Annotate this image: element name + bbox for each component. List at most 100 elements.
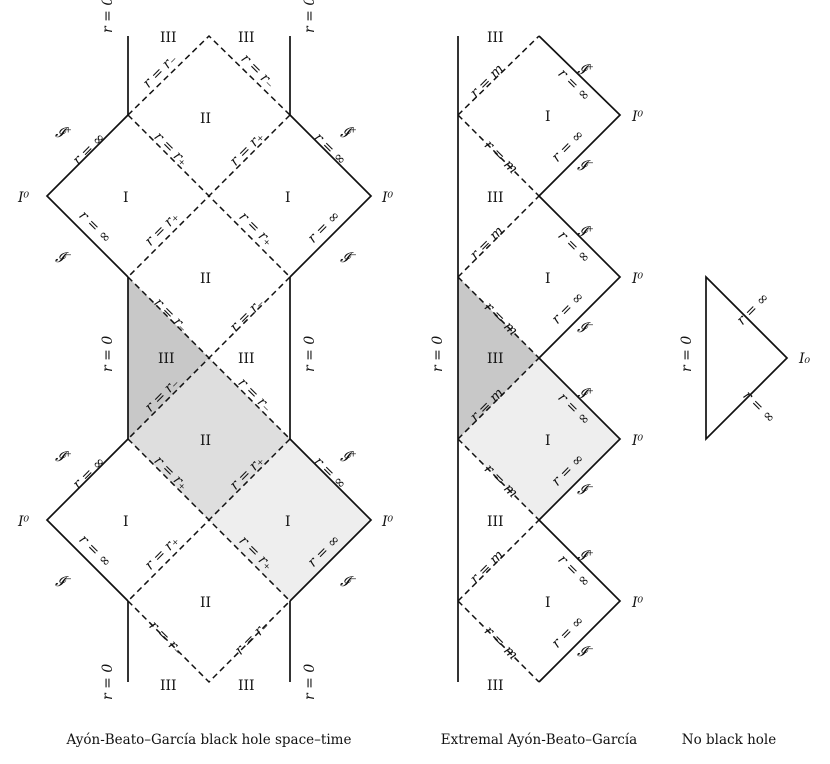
horizon-ext-1a bbox=[457, 35, 540, 116]
horizon-mid-x2 bbox=[127, 276, 291, 440]
label-II-bottom: II bbox=[200, 595, 211, 611]
label-r0-mid-right: r = 0 bbox=[302, 336, 318, 372]
label-III-top-left: III bbox=[160, 30, 177, 46]
label-ext-rm-2a: r = m bbox=[467, 223, 507, 263]
label-ext-III-4: III bbox=[487, 514, 504, 530]
label-rinf-ul-upper: r = ∞ bbox=[70, 130, 109, 169]
horizon-ext-2b bbox=[457, 276, 540, 359]
label-rminus-top-right: r = r₋ bbox=[238, 51, 279, 92]
scri-edges-extremal-3 bbox=[538, 357, 622, 521]
label-ext-rm-1b: r = m bbox=[481, 137, 521, 177]
horizon-ext-3b bbox=[457, 438, 540, 521]
scri-edges-lower-left bbox=[45, 438, 129, 602]
horizon-ext-3a bbox=[457, 357, 540, 440]
label-scri-plus-ur: 𝓘⁺ bbox=[340, 125, 357, 141]
label-ext-I0-4: I⁰ bbox=[631, 595, 644, 611]
label-ext-rm-4a: r = m bbox=[467, 547, 507, 587]
label-ext-scri-minus-3: 𝓘⁻ bbox=[577, 482, 594, 498]
horizon-ext-2a bbox=[457, 195, 540, 278]
label-ext-rm-4b: r = m bbox=[481, 623, 521, 663]
label-III-mid-right: III bbox=[238, 351, 255, 367]
label-r0-bottom-right: r = 0 bbox=[302, 664, 318, 700]
label-r0-top-right: r = 0 bbox=[302, 0, 318, 33]
label-II-mid: II bbox=[200, 271, 211, 287]
label-I-lower-left: I bbox=[123, 514, 129, 530]
label-I0-lower-right: I⁰ bbox=[381, 514, 394, 530]
label-rminus-bottom-right: r = r₋ bbox=[232, 618, 273, 659]
label-nobh-rinf-upper: r = ∞ bbox=[734, 290, 773, 329]
label-III-bottom-right: III bbox=[238, 678, 255, 694]
label-II-lower: II bbox=[200, 433, 211, 449]
label-scri-minus-lr: 𝓘⁻ bbox=[340, 574, 357, 590]
label-III-mid-left: III bbox=[158, 351, 175, 367]
scri-edges-extremal-2 bbox=[538, 195, 622, 359]
label-rinf-ll-upper: r = ∞ bbox=[70, 454, 109, 493]
label-ext-I0-3: I⁰ bbox=[631, 433, 644, 449]
label-scri-minus-ur: 𝓘⁻ bbox=[340, 250, 357, 266]
label-ext-rm-1a: r = m bbox=[467, 61, 507, 101]
label-rminus-top-left: r = r₋ bbox=[140, 51, 181, 92]
caption-extremal: Extremal Ayón-Beato–García bbox=[441, 732, 637, 748]
label-r0-extremal: r = 0 bbox=[430, 336, 446, 372]
label-ext-III-1: III bbox=[487, 30, 504, 46]
label-rinf-ul-lower: r = ∞ bbox=[75, 208, 114, 247]
label-ext-III-3: III bbox=[487, 351, 504, 367]
label-r0-mid-left: r = 0 bbox=[100, 336, 116, 372]
label-r0-bottom-left: r = 0 bbox=[100, 664, 116, 700]
label-ext-I-1: I bbox=[545, 109, 551, 125]
label-III-top-right: III bbox=[238, 30, 255, 46]
label-ext-scri-plus-2: 𝓘⁺ bbox=[577, 224, 594, 240]
label-I0-upper-left: I⁰ bbox=[17, 190, 30, 206]
label-scri-minus-ul: 𝓘⁻ bbox=[55, 250, 72, 266]
scri-edges-extremal-1 bbox=[538, 35, 622, 197]
scri-edges-extremal-4 bbox=[538, 519, 622, 683]
label-I0-lower-left: I⁰ bbox=[17, 514, 30, 530]
label-nobh-I0: I₀ bbox=[798, 351, 811, 367]
label-scri-plus-ul: 𝓘⁺ bbox=[55, 125, 72, 141]
label-ext-I-2: I bbox=[545, 271, 551, 287]
label-rminus-bottom-left: r = r₋ bbox=[146, 618, 187, 659]
label-rinf-ll-lower: r = ∞ bbox=[75, 532, 114, 571]
horizon-top-diamond bbox=[127, 34, 291, 116]
label-I0-upper-right: I⁰ bbox=[381, 190, 394, 206]
label-ext-I-3: I bbox=[545, 433, 551, 449]
horizon-upper-x2 bbox=[127, 114, 291, 278]
label-rplus-upper-tl: r = r₊ bbox=[151, 129, 192, 170]
label-nobh-rinf-lower: r = ∞ bbox=[739, 388, 778, 427]
horizon-ext-4a bbox=[457, 519, 540, 602]
label-II-top: II bbox=[200, 111, 211, 127]
scri-edges-lower-right bbox=[289, 438, 373, 602]
label-ext-scri-plus-3: 𝓘⁺ bbox=[577, 386, 594, 402]
label-ext-I0-1: I⁰ bbox=[631, 109, 644, 125]
label-ext-I-4: I bbox=[545, 595, 551, 611]
label-scri-plus-lr: 𝓘⁺ bbox=[340, 449, 357, 465]
label-scri-minus-ll: 𝓘⁻ bbox=[55, 574, 72, 590]
label-ext-III-2: III bbox=[487, 190, 504, 206]
label-III-bottom-left: III bbox=[160, 678, 177, 694]
scri-edges-upper-right bbox=[289, 114, 373, 278]
label-ext-scri-plus-1: 𝓘⁺ bbox=[577, 62, 594, 78]
shade-region-III-left bbox=[128, 277, 209, 439]
label-rminus-mid-tr: r = r₋ bbox=[227, 295, 268, 336]
label-ext-scri-minus-1: 𝓘⁻ bbox=[577, 158, 594, 174]
shade-extremal-III bbox=[458, 277, 539, 439]
caption-nobh: No black hole bbox=[682, 732, 776, 748]
label-I-lower-right: I bbox=[285, 514, 291, 530]
label-scri-plus-ll: 𝓘⁺ bbox=[55, 449, 72, 465]
label-ext-scri-minus-2: 𝓘⁻ bbox=[577, 320, 594, 336]
horizon-lower-x2 bbox=[127, 438, 291, 602]
horizon-ext-4b bbox=[457, 600, 540, 683]
label-I-upper-left: I bbox=[123, 190, 129, 206]
label-ext-scri-plus-4: 𝓘⁺ bbox=[577, 548, 594, 564]
label-r0-top-left: r = 0 bbox=[100, 0, 116, 33]
label-ext-I0-2: I⁰ bbox=[631, 271, 644, 287]
label-ext-III-5: III bbox=[487, 678, 504, 694]
panel-nobh: r = 0 r = ∞ r = ∞ I₀ No black hole bbox=[679, 274, 811, 748]
label-ext-scri-minus-4: 𝓘⁻ bbox=[577, 644, 594, 660]
label-rinf-ur-lower: r = ∞ bbox=[305, 208, 344, 247]
label-rplus-upper-tr: r = r₊ bbox=[227, 129, 268, 170]
scri-edges-upper-left bbox=[45, 114, 129, 278]
horizon-ext-1b bbox=[457, 114, 540, 197]
